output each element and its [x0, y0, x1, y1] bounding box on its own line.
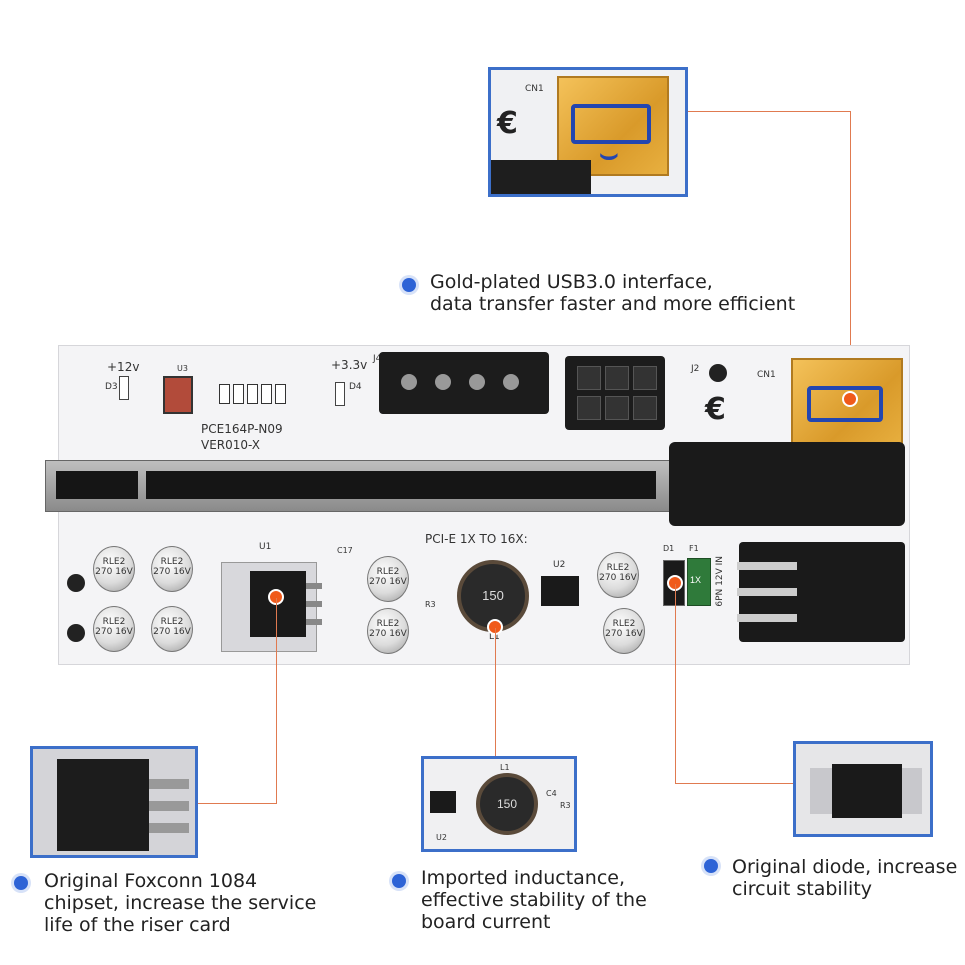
chipset-callout-line3: life of the riser card [44, 914, 231, 936]
usb-callout-line1: Gold-plated USB3.0 interface, [430, 271, 713, 293]
diode-line-v [675, 584, 676, 784]
inductor-inset-l1-label: L1 [500, 763, 510, 772]
capacitor-ec8: RLE2 270 16V [603, 608, 645, 654]
inductor-inset-r3-label: R3 [560, 801, 571, 810]
d1-label: D1 [663, 544, 675, 553]
six-pin-connector [565, 356, 665, 430]
inductance-callout-line1: Imported inductance, [421, 867, 626, 889]
diode-line-h [675, 783, 794, 784]
mount-hole [67, 624, 85, 642]
gold-usb-port-board [791, 358, 903, 452]
usb-connector-line-v [850, 111, 851, 400]
pcie-label: PCI-E 1X TO 16X: [425, 532, 528, 546]
usb-pin-marker [842, 391, 858, 407]
c17-label: C17 [337, 546, 353, 555]
u1-chip [221, 562, 322, 652]
inductor-inset-value: 150 [496, 797, 518, 811]
pcie-16x-slot [45, 460, 671, 512]
chipset-line-h [196, 803, 277, 804]
j4-label: J4 [373, 354, 382, 364]
v33-label: +3.3v [331, 358, 368, 372]
inset-u2-chip [430, 791, 456, 813]
d3-label: D3 [105, 382, 118, 392]
capacitor-ec4: RLE2 270 16V [151, 606, 193, 652]
chipset-line-v [276, 598, 277, 803]
inductance-callout-line2: effective stability of the [421, 889, 647, 911]
ce-mark-icon: € [497, 106, 518, 141]
capacitor-ec6: RLE2 270 16V [367, 608, 409, 654]
usb-callout-line2: data transfer faster and more efficient [430, 293, 796, 315]
inset-inductor: 150 [476, 773, 538, 835]
d3-led [119, 376, 129, 400]
inductor-line-v [495, 628, 496, 756]
diode-callout-line2: circuit stability [732, 878, 872, 900]
chipset-callout: Original Foxconn 1084 chipset, increase … [44, 870, 316, 936]
inductor-inset-u2-label: U2 [436, 833, 447, 842]
chipset-callout-line1: Original Foxconn 1084 [44, 870, 258, 892]
r3-label: R3 [425, 600, 436, 609]
capacitor-ec2: RLE2 270 16V [93, 606, 135, 652]
inductor-value: 150 [482, 588, 504, 603]
u3-label: U3 [177, 364, 188, 373]
fuse-text: 1X [690, 575, 702, 585]
capacitor-ec5: RLE2 270 16V [367, 556, 409, 602]
capacitor-ec7: RLE2 270 16V [597, 552, 639, 598]
inductance-callout: Imported inductance, effective stability… [421, 867, 647, 933]
usb-cable-housing [491, 160, 591, 194]
six-pin-header [737, 542, 905, 642]
sixpin-label: 6PN 12V IN [715, 556, 725, 607]
d4-label: D4 [349, 382, 362, 392]
capacitor-ec3: RLE2 270 16V [151, 546, 193, 592]
diode-inset-photo [793, 741, 933, 837]
f1-label: F1 [689, 544, 699, 553]
callout-bullet-icon [402, 278, 416, 292]
cn1-label: CN1 [757, 370, 776, 380]
callout-bullet-icon [392, 874, 406, 888]
version-label: VER010-X [201, 438, 260, 452]
chipset-inset-photo [30, 746, 198, 858]
u1-label: U1 [259, 542, 272, 552]
fuse-f1: 1X [687, 558, 711, 606]
usb-inset-cn1-label: CN1 [525, 84, 544, 94]
gold-usb-port: ⌣ [557, 76, 669, 176]
capacitor-ec1: RLE2 270 16V [93, 546, 135, 592]
chipset-callout-line2: chipset, increase the service [44, 892, 317, 914]
diode-callout-line1: Original diode, increase [732, 856, 958, 878]
v12-label: +12v [107, 360, 140, 374]
usb-inset-photo: CN1 € ⌣ [488, 67, 688, 197]
mount-hole [709, 364, 727, 382]
callout-bullet-icon [14, 876, 28, 890]
usb-callout: Gold-plated USB3.0 interface, data trans… [430, 271, 795, 315]
usb-cable-plug [669, 442, 905, 526]
d4-led [335, 382, 345, 406]
mount-hole [67, 574, 85, 592]
riser-board: +12v D3 U3 PCE164P-N09 VER010-X +3.3v D4… [45, 345, 910, 665]
inductor-inset-photo: L1 U2 150 C4 R3 [421, 756, 577, 852]
l1-label: L1 [489, 632, 500, 642]
usb-connector-line-h [688, 111, 850, 112]
molex-connector [379, 352, 549, 414]
j2-label: J2 [691, 364, 700, 374]
led-row [219, 366, 299, 414]
diode-callout: Original diode, increase circuit stabili… [732, 856, 957, 900]
inductor-inset-c4-label: C4 [546, 789, 557, 798]
inductance-callout-line3: board current [421, 911, 551, 933]
model-label: PCE164P-N09 [201, 422, 283, 436]
u2-label: U2 [553, 560, 566, 570]
u2-chip [541, 576, 579, 606]
ce-fc-mark-icon: € [705, 392, 726, 427]
u3-chip [163, 376, 193, 414]
callout-bullet-icon [704, 859, 718, 873]
